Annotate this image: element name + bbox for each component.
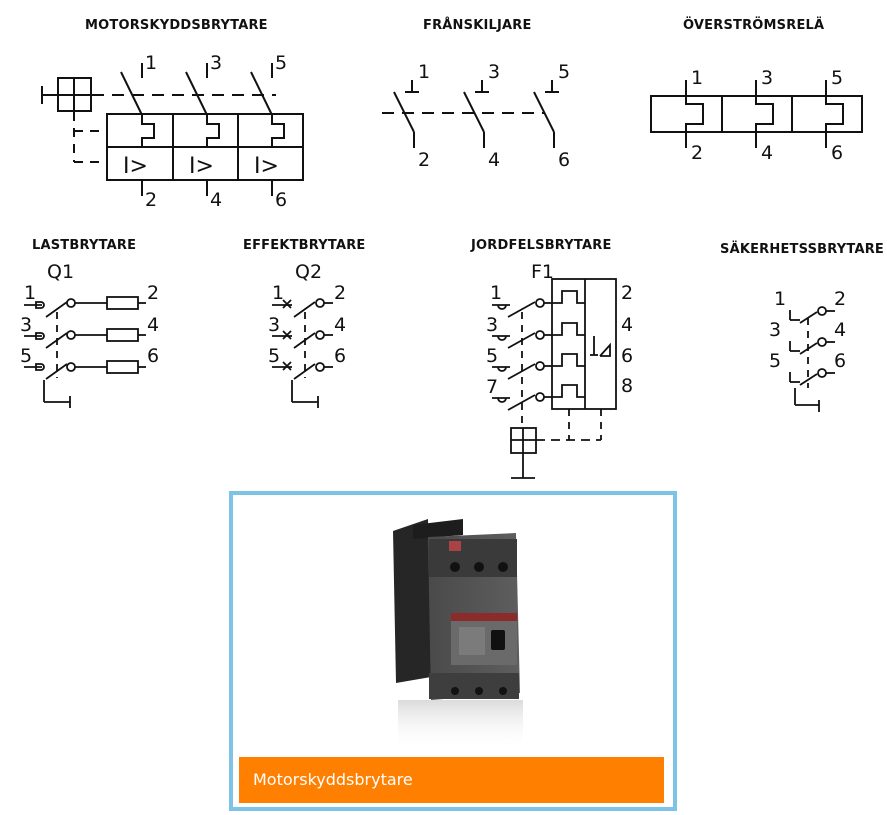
terminal-label: 2 [334,282,346,304]
terminal-label: 4 [334,314,346,336]
terminal-label: 3 [769,319,781,341]
terminal-label: 5 [275,52,287,74]
product-caption: Motorskyddsbrytare [239,757,664,803]
terminal-label: 1 [272,282,284,304]
terminal-label: 6 [834,350,846,372]
terminal-label: 3 [210,52,222,74]
terminal-label: 8 [621,375,633,397]
terminal-label: 5 [486,345,498,367]
terminal-label: 4 [488,149,500,171]
title-overstromsrela: ÖVERSTRÖMSRELÄ [683,18,825,33]
trip-label: I> [123,154,148,179]
terminal-label: 5 [558,61,570,83]
terminal-label: 3 [268,314,280,336]
designation-label: Q2 [295,261,322,283]
terminal-label: 4 [834,319,846,341]
terminal-label: 2 [834,288,846,310]
designation-label: Q1 [47,261,74,283]
terminal-label: 6 [147,345,159,367]
terminal-label: 2 [418,149,430,171]
terminal-label: 2 [691,142,703,164]
terminal-label: 6 [831,142,843,164]
terminal-label: 6 [275,189,287,211]
trip-label: I> [189,154,214,179]
product-card[interactable]: Motorskyddsbrytare [229,491,677,811]
terminal-label: 4 [621,314,633,336]
terminal-label: 1 [774,288,786,310]
terminal-label: 4 [147,314,159,336]
terminal-label: 4 [761,142,773,164]
terminal-label: 5 [268,345,280,367]
designation-label: F1 [531,261,554,283]
terminal-label: 6 [558,149,570,171]
terminal-label: 2 [621,282,633,304]
title-sakerhetsbrytare: SÄKERHETSSBRYTARE [720,242,884,257]
trip-label: I> [254,154,279,179]
terminal-label: 6 [334,345,346,367]
terminal-label: 2 [145,189,157,211]
terminal-label: 3 [488,61,500,83]
terminal-label: 6 [621,345,633,367]
title-effektbrytare: EFFEKTBRYTARE [243,238,366,253]
terminal-label: 1 [24,282,36,304]
product-image [393,519,523,745]
terminal-label: 5 [20,345,32,367]
terminal-label: 1 [490,282,502,304]
terminal-label: 3 [20,314,32,336]
terminal-label: 1 [418,61,430,83]
terminal-label: 7 [486,376,498,398]
title-motorskyddsbrytare: MOTORSKYDDSBRYTARE [85,18,268,33]
terminal-label: 5 [769,350,781,372]
terminal-label: 2 [147,282,159,304]
title-franskiljare: FRÅNSKILJARE [423,18,532,33]
title-lastbrytare: LASTBRYTARE [32,238,137,253]
title-jordfelsbrytare: JORDFELSBRYTARE [471,238,612,253]
terminal-label: 1 [691,67,703,89]
terminal-label: 1 [145,52,157,74]
terminal-label: 4 [210,189,222,211]
terminal-label: 3 [761,67,773,89]
terminal-label: 3 [486,314,498,336]
terminal-label: 5 [831,67,843,89]
